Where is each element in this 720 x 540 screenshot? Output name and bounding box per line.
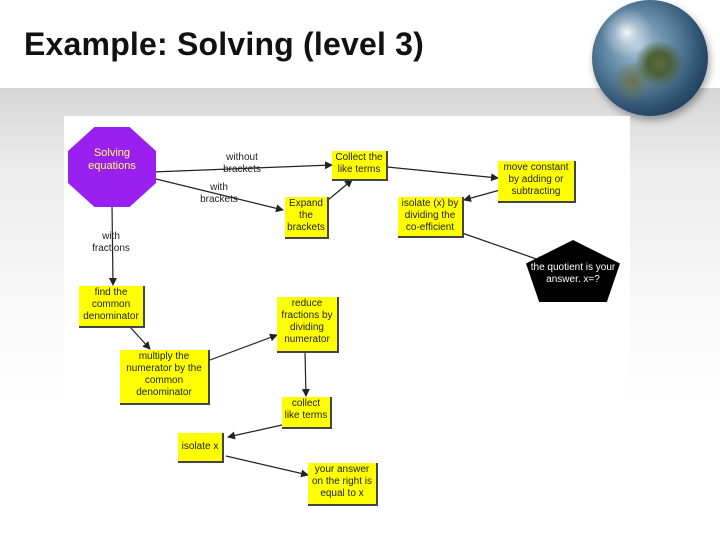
edge-isolate-to-quotient	[461, 232, 546, 264]
node-multiply-numerator: multiply the numerator by the common den…	[120, 350, 210, 405]
edge-expand-to-collect	[327, 179, 353, 201]
node-find-common-denominator: find the common denominator	[79, 286, 145, 328]
edge-start-to-expand	[151, 177, 284, 213]
node-isolate-x: isolate x	[178, 433, 224, 463]
node-move-constant: move constant by adding or subtracting	[498, 161, 576, 203]
edge-collect2-to-isolate-x	[227, 424, 283, 440]
node-reduce-fractions: reduce fractions by dividing numerator	[277, 297, 339, 353]
start-node-label: Solving equations	[88, 147, 136, 172]
edge-multiply-to-reduce	[209, 333, 278, 361]
edge-isolate-x-to-answer	[225, 455, 309, 478]
edge-collect-to-move	[386, 166, 499, 182]
edge-start-to-find-common	[108, 204, 117, 286]
node-answer-equal-to-x: your answer on the right is equal to x	[308, 463, 378, 506]
globe-icon	[592, 0, 708, 116]
edge-reduce-to-collect2	[301, 351, 310, 397]
node-collect-like-terms-2: collect like terms	[282, 397, 332, 429]
node-isolate-by-dividing: isolate (x) by dividing the co-efficient	[398, 197, 464, 238]
edge-label-without-brackets: without brackets	[223, 152, 261, 175]
edge-find-to-multiply	[129, 326, 151, 350]
end-node-label: the quotient is your answer. x=?	[530, 262, 616, 285]
node-expand-brackets: Expand the brackets	[285, 197, 329, 239]
start-node-solving-equations: Solving equations	[68, 127, 156, 207]
edge-start-to-collect	[151, 161, 333, 173]
slide-title: Example: Solving (level 3)	[24, 26, 424, 62]
edge-label-with-brackets: with brackets	[200, 182, 238, 205]
edge-move-to-isolate	[463, 189, 501, 202]
node-collect-like-terms: Collect the like terms	[332, 151, 388, 181]
edge-label-with-fractions: with fractions	[92, 231, 130, 254]
